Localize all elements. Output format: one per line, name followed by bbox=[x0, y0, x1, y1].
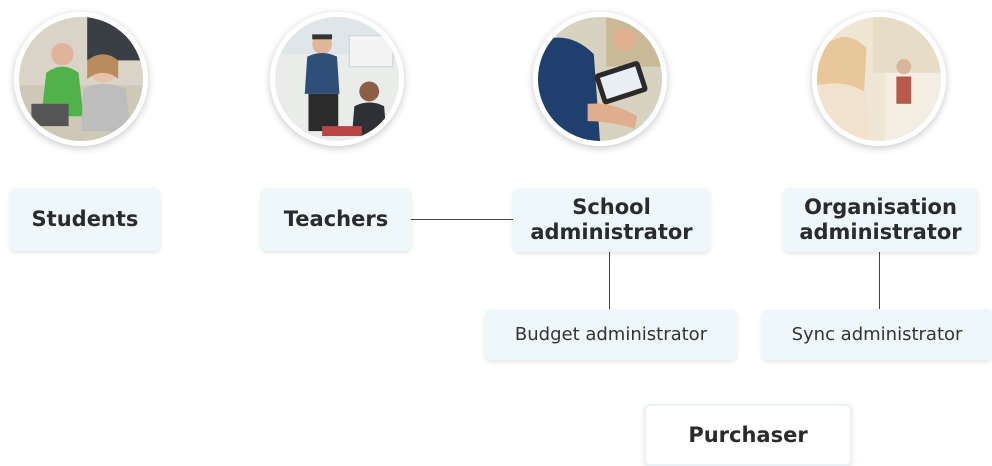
school-admin-box: School administrator bbox=[513, 188, 710, 252]
budget-admin-label: Budget administrator bbox=[514, 324, 708, 345]
purchaser-box: Purchaser bbox=[644, 404, 852, 466]
teachers-box: Teachers bbox=[261, 188, 411, 251]
sync-admin-label: Sync administrator bbox=[791, 324, 963, 345]
organisation-admin-label: Organisation administrator bbox=[799, 195, 962, 244]
teachers-school-admin-connector bbox=[410, 219, 514, 220]
org-admin-sync-connector bbox=[879, 252, 880, 309]
organisation-admin-photo bbox=[812, 12, 946, 146]
teachers-label: Teachers bbox=[283, 207, 389, 231]
school-admin-photo bbox=[533, 12, 667, 146]
sync-admin-box: Sync administrator bbox=[762, 309, 992, 360]
purchaser-label: Purchaser bbox=[688, 423, 808, 447]
organisation-admin-box: Organisation administrator bbox=[783, 188, 978, 252]
students-photo bbox=[14, 12, 148, 146]
school-admin-budget-connector bbox=[609, 252, 610, 309]
budget-admin-box: Budget administrator bbox=[485, 309, 737, 360]
teachers-photo bbox=[270, 12, 404, 146]
students-label: Students bbox=[31, 207, 139, 231]
school-admin-label: School administrator bbox=[530, 195, 693, 244]
students-box: Students bbox=[10, 188, 160, 251]
